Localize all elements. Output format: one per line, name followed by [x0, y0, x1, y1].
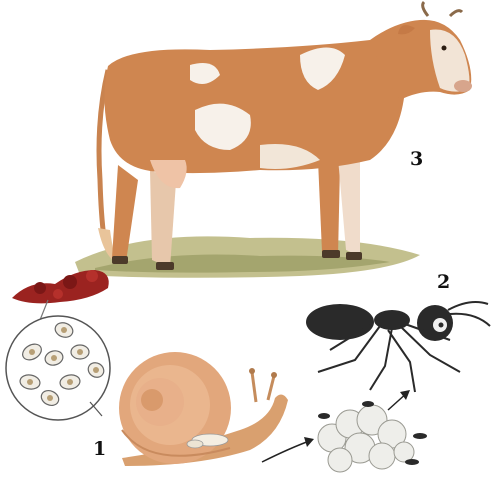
snail-illustration: [119, 352, 288, 466]
dung-pile-icon: [12, 270, 109, 320]
ant-illustration: [306, 302, 490, 392]
arrow-snail-to-slime: [262, 437, 314, 462]
eggs-magnifier-circle: [6, 316, 110, 420]
cow-illustration: [98, 2, 472, 270]
stage-label-snail: 1: [93, 440, 106, 459]
slime-ball-cluster: [318, 390, 427, 472]
stage-label-cow: 3: [410, 150, 423, 169]
stage-label-ant: 2: [437, 273, 450, 292]
